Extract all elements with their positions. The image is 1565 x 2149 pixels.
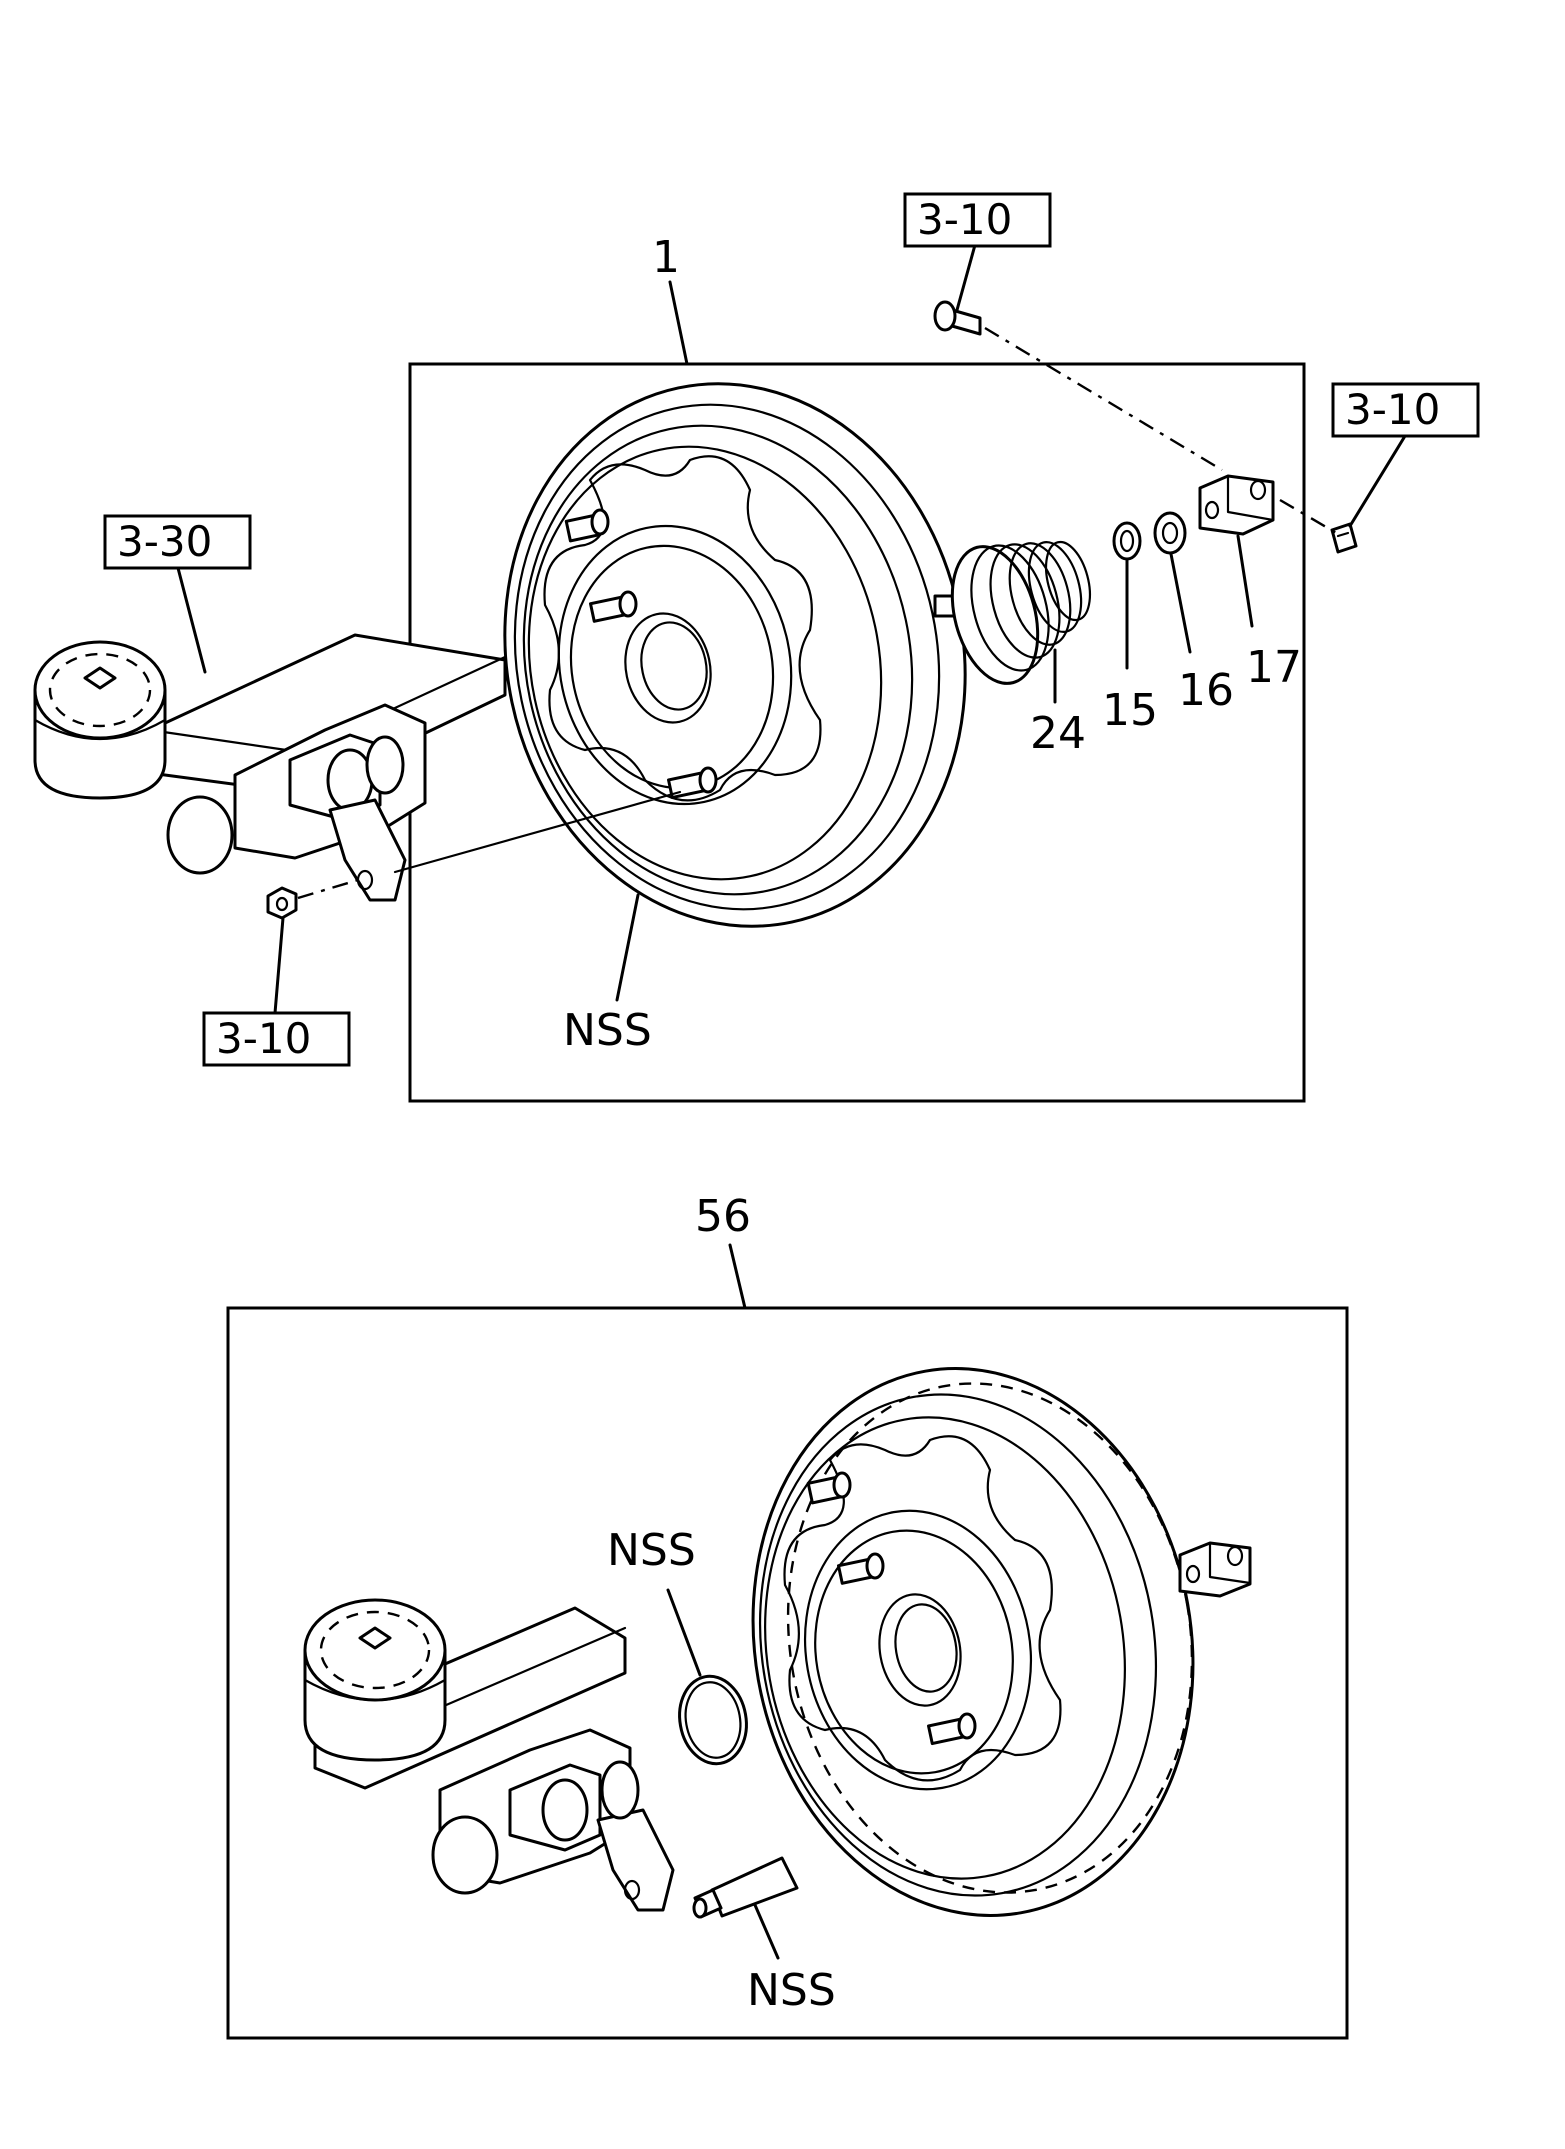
bellows-24 (950, 540, 1092, 685)
booster-stud-mid (589, 590, 638, 623)
ref-top-box (903, 192, 1052, 248)
washer-15 (1112, 521, 1142, 561)
retaining-clip (1330, 522, 1358, 554)
part-17-label: 17 (1246, 642, 1302, 693)
lower-assembly: 56 (226, 1191, 1349, 2040)
ref-right-leader (1348, 434, 1407, 528)
ref-master-leader (176, 566, 207, 674)
nss-oring-leader (666, 1588, 702, 1677)
callout-1-label: 1 (652, 232, 680, 283)
ref-nut-leader (273, 916, 285, 1015)
ref-master-box (103, 514, 252, 570)
stud-axis (393, 790, 682, 874)
ref-master-label: 3-30 (117, 517, 212, 566)
lower-brake-booster (751, 1367, 1252, 1917)
clevis-17 (1198, 474, 1275, 536)
booster-stud-top (564, 508, 610, 543)
part-17-leader (1236, 534, 1254, 628)
clevis-pin-axis (984, 326, 1223, 472)
nss-oring-label: NSS (607, 1525, 696, 1576)
lower-master-cylinder (303, 1598, 675, 1912)
part-16-leader (1169, 552, 1192, 654)
ref-right-label: 3-10 (1345, 385, 1440, 434)
ref-top-leader (955, 243, 977, 312)
nut-axis (297, 878, 359, 900)
grease-tube (692, 1856, 799, 1919)
ref-nut-label: 3-10 (216, 1014, 311, 1063)
ref-nut-box (202, 1011, 351, 1067)
callout-56-leader (728, 1243, 747, 1310)
nss-upper-leader (615, 893, 640, 1002)
part-24-label: 24 (1030, 708, 1086, 759)
master-cylinder (33, 633, 507, 902)
lower-assembly-frame (226, 1306, 1349, 2040)
o-ring (678, 1674, 748, 1766)
callout-56-label: 56 (695, 1191, 751, 1242)
ref-right-box (1331, 382, 1480, 438)
mounting-nut (266, 886, 298, 920)
part-16-label: 16 (1178, 665, 1234, 716)
nut-16 (1153, 511, 1187, 555)
upper-assembly: 1 (33, 192, 1480, 1103)
nss-grease-label: NSS (747, 1965, 836, 2016)
clip-axis (1279, 498, 1339, 536)
callout-1-leader (668, 280, 689, 366)
lower-booster-stud-mid (837, 1552, 885, 1585)
booster-stud-low (667, 766, 718, 800)
clevis-pin-bolt (933, 300, 982, 336)
nss-upper-label: NSS (563, 1005, 652, 1056)
part-15-label: 15 (1102, 685, 1158, 736)
nss-grease-leader (753, 1903, 780, 1960)
lower-booster-stud-low (927, 1712, 977, 1746)
brake-booster (503, 382, 967, 928)
ref-top-label: 3-10 (917, 195, 1012, 244)
lower-booster-stud-top (806, 1471, 852, 1505)
